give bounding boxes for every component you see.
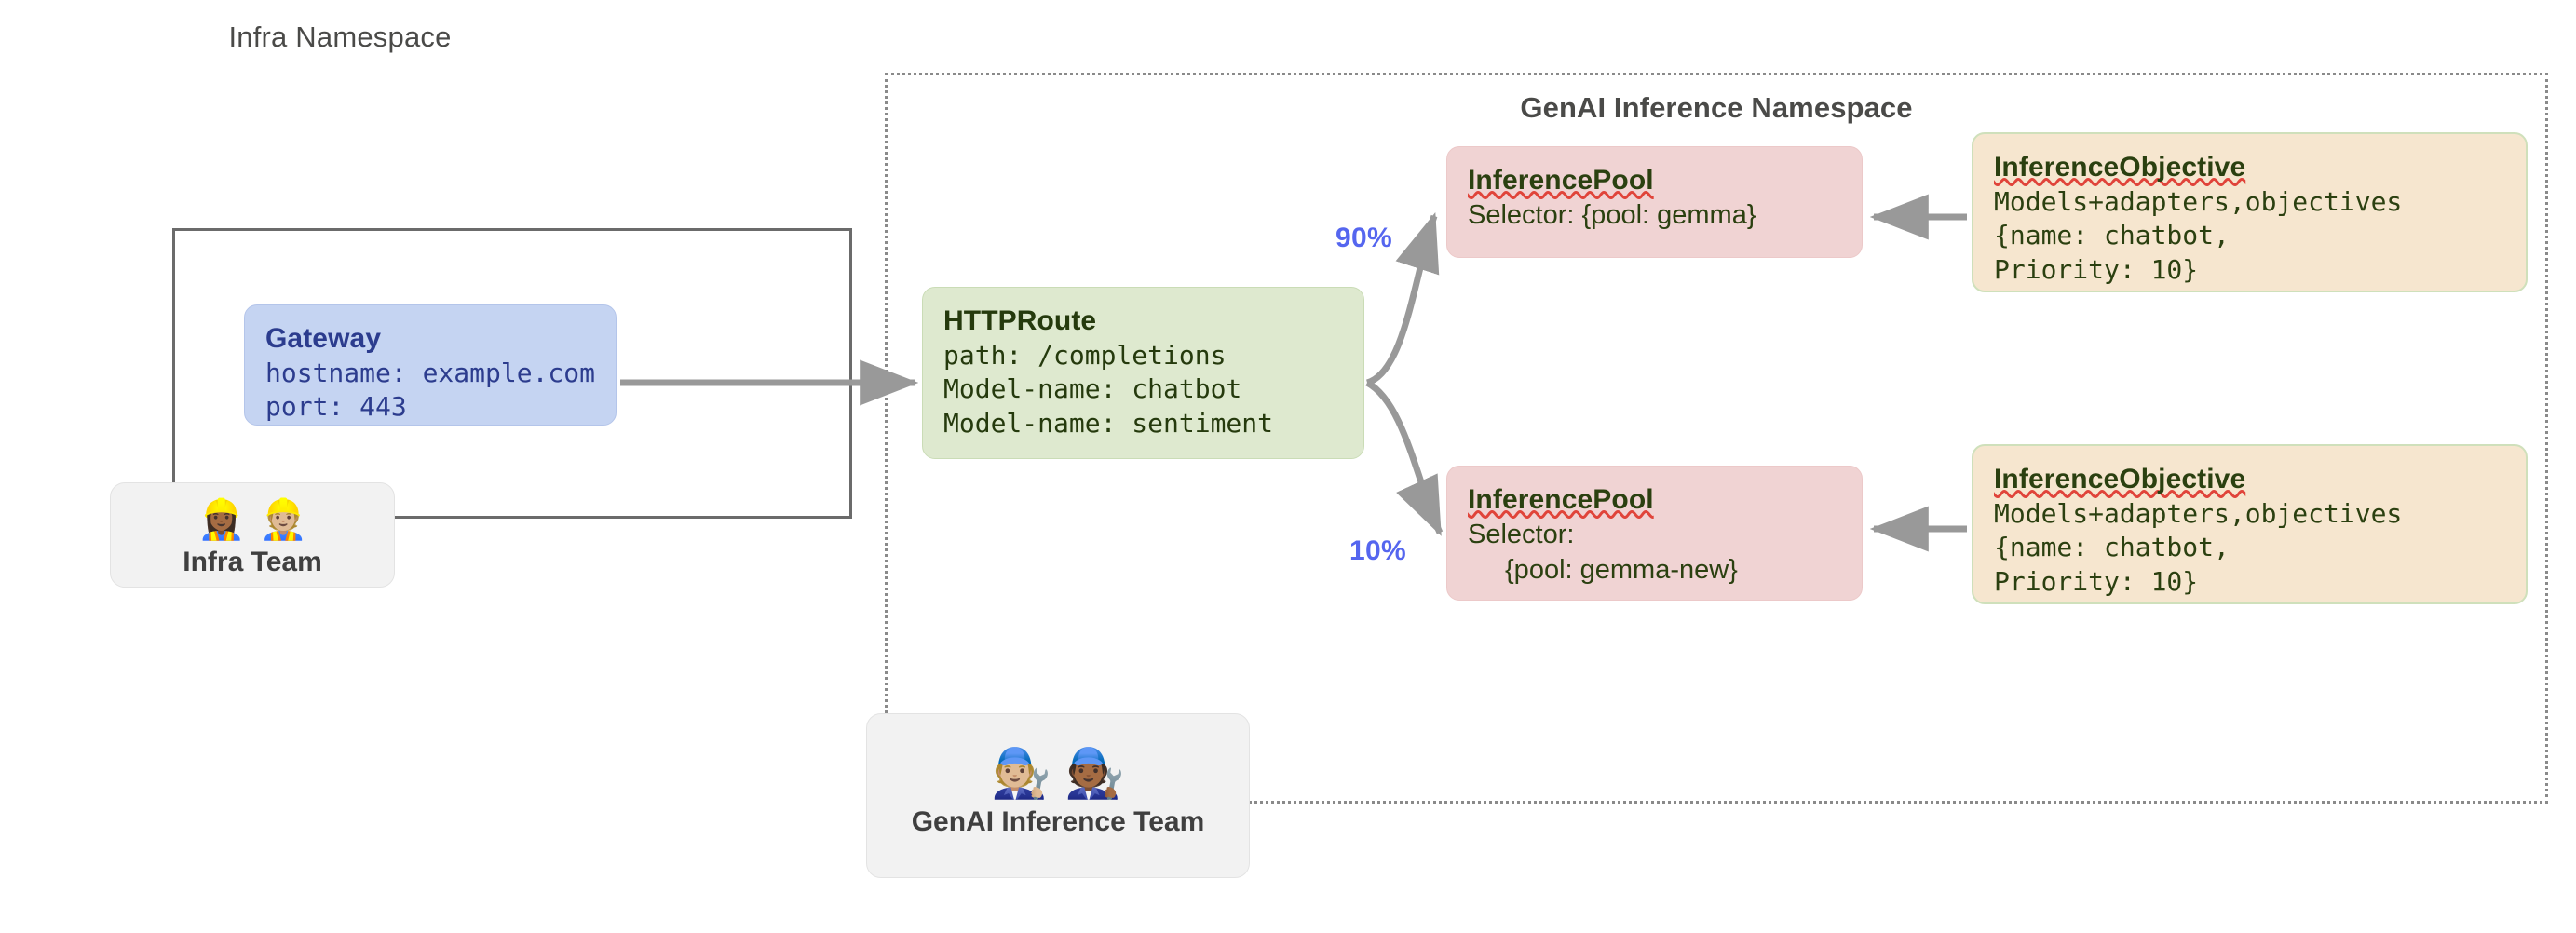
- inferencepool-bottom-selector-value: {pool: gemma-new}: [1505, 554, 1738, 585]
- infra-team-label: Infra Team: [183, 547, 322, 578]
- infra-namespace-container: [172, 228, 852, 519]
- genai-namespace-title: GenAI Inference Namespace: [1520, 91, 1913, 124]
- gateway-node[interactable]: Gateway hostname: example.com port: 443: [244, 304, 617, 426]
- inferenceobjective-top-node[interactable]: InferenceObjective Models+adapters,objec…: [1972, 132, 2528, 292]
- inferencepool-bottom-selector-label: Selector:: [1468, 520, 1575, 549]
- split-weight-90-label: 90%: [1335, 223, 1392, 253]
- inferencepool-top-selector: Selector: {pool: gemma}: [1468, 200, 1756, 230]
- httproute-model-name-chatbot: Model-name: chatbot: [943, 373, 1242, 405]
- httproute-title: HTTPRoute: [943, 305, 1097, 336]
- gateway-hostname: hostname: example.com: [265, 358, 596, 388]
- inferenceobjective-bottom-line-3: Priority: 10}: [1994, 565, 2199, 597]
- inferenceobjective-top-line-1: Models+adapters,objectives: [1994, 186, 2403, 217]
- httproute-model-name-sentiment: Model-name: sentiment: [943, 407, 1274, 439]
- inferenceobjective-bottom-title: InferenceObjective: [1994, 464, 2246, 494]
- inferenceobjective-bottom-line-2: {name: chatbot,: [1994, 532, 2230, 563]
- httproute-node[interactable]: HTTPRoute path: /completions Model-name:…: [922, 287, 1364, 459]
- infra-team-badge: 👷🏾‍♀️👷🏼 Infra Team: [110, 482, 395, 588]
- split-weight-10-label: 10%: [1349, 535, 1406, 566]
- inferencepool-top-title: InferencePool: [1468, 165, 1654, 196]
- inferencepool-bottom-title: InferencePool: [1468, 484, 1654, 515]
- genai-inference-team-label: GenAI Inference Team: [911, 806, 1205, 838]
- construction-workers-icon: 👷🏾‍♀️👷🏼: [197, 497, 321, 541]
- inferencepool-bottom-node[interactable]: InferencePool Selector: {pool: gemma-new…: [1446, 466, 1863, 601]
- genai-inference-team-badge: 🧑🏼‍🔧🧑🏾‍🔧 GenAI Inference Team: [866, 713, 1250, 878]
- infra-namespace-title: Infra Namespace: [228, 20, 452, 53]
- gateway-port: port: 443: [265, 391, 407, 423]
- gateway-title: Gateway: [265, 323, 382, 354]
- inferenceobjective-top-line-2: {name: chatbot,: [1994, 220, 2230, 251]
- inferenceobjective-top-line-3: Priority: 10}: [1994, 253, 2199, 285]
- inferencepool-top-node[interactable]: InferencePool Selector: {pool: gemma}: [1446, 146, 1863, 258]
- inferenceobjective-bottom-line-1: Models+adapters,objectives: [1994, 498, 2403, 529]
- genai-namespace-container: [885, 73, 2548, 804]
- mechanics-icon: 🧑🏼‍🔧🧑🏾‍🔧: [991, 747, 1138, 801]
- inferenceobjective-top-title: InferenceObjective: [1994, 152, 2246, 183]
- inferenceobjective-bottom-node[interactable]: InferenceObjective Models+adapters,objec…: [1972, 444, 2528, 604]
- httproute-path: path: /completions: [943, 340, 1227, 371]
